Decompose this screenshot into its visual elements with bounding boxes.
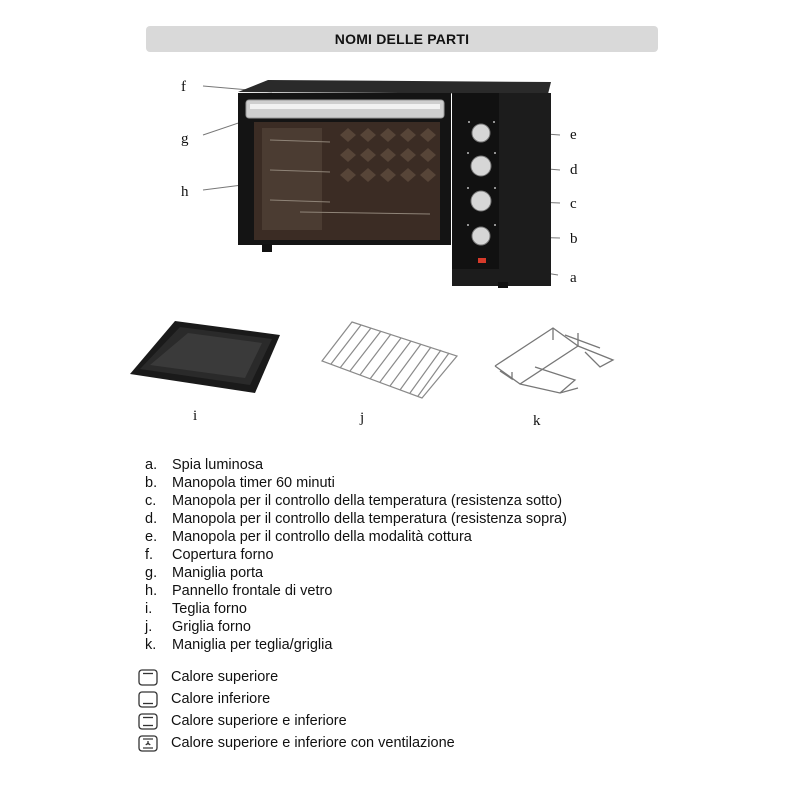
mode-label: Calore superiore e inferiore con ventila… — [171, 735, 455, 751]
list-item: k. Maniglia per teglia/griglia — [145, 636, 567, 654]
callout-a: a — [570, 270, 577, 286]
section-title: NOMI DELLE PARTI — [334, 31, 470, 47]
list-item: i. Teglia forno — [145, 600, 567, 618]
list-item-text: Manopola per il controllo della temperat… — [172, 493, 563, 509]
top-heat-icon — [138, 668, 158, 686]
list-item-key: b. — [145, 475, 158, 491]
list-item-key: g. — [145, 565, 158, 581]
list-item-key: e. — [145, 529, 158, 545]
section-header: NOMI DELLE PARTI — [146, 26, 658, 52]
callout-g: g — [181, 131, 189, 147]
list-item-key: d. — [145, 511, 158, 527]
list-item: Calore superiore e inferiore con ventila… — [138, 732, 455, 754]
list-item-text: Maniglia porta — [172, 565, 264, 581]
list-item-text: Manopola per il controllo della modalità… — [172, 529, 472, 545]
list-item: d. Manopola per il controllo della temper… — [145, 510, 567, 528]
list-item: Calore superiore — [138, 666, 455, 688]
list-item: g. Maniglia porta — [145, 564, 567, 582]
parts-list: a. Spia luminosa b. Manopola timer 60 minu… — [145, 456, 567, 654]
list-item-key: j. — [145, 619, 153, 635]
mode-label: Calore superiore e inferiore — [171, 713, 347, 729]
list-item: a. Spia luminosa — [145, 456, 567, 474]
list-item-text: Pannello frontale di vetro — [172, 583, 333, 599]
callout-f: f — [181, 79, 186, 95]
tray-handle — [494, 327, 615, 394]
accessory-label-i: i — [193, 408, 198, 424]
list-item-key: i. — [145, 601, 153, 617]
list-item: Calore superiore e inferiore — [138, 710, 455, 732]
callout-e: e — [570, 127, 577, 143]
list-item-key: c. — [145, 493, 157, 509]
list-item: f. Copertura forno — [145, 546, 567, 564]
list-item-key: k. — [145, 637, 157, 653]
bottom-heat-icon — [138, 690, 158, 708]
list-item-key: h. — [145, 583, 158, 599]
list-item-text: Manopola per il controllo della temperat… — [172, 511, 567, 527]
list-item: c. Manopola per il controllo della temper… — [145, 492, 567, 510]
list-item-text: Spia luminosa — [172, 457, 264, 473]
callout-d: d — [570, 162, 578, 178]
list-item: h. Pannello frontale di vetro — [145, 582, 567, 600]
list-item: j. Griglia forno — [145, 618, 567, 636]
accessory-label-k: k — [533, 413, 541, 429]
callout-b: b — [570, 231, 578, 247]
indicator-light — [478, 258, 486, 263]
mode-label: Calore superiore — [171, 669, 279, 685]
list-item: b. Manopola timer 60 minuti — [145, 474, 567, 492]
oven-cavity-pattern — [340, 128, 436, 182]
list-item: Calore inferiore — [138, 688, 455, 710]
wire-rack — [321, 321, 459, 399]
list-item-text: Manopola timer 60 minuti — [172, 475, 335, 491]
list-item-text: Griglia forno — [172, 619, 251, 635]
list-item-text: Copertura forno — [172, 547, 274, 563]
accessory-label-j: j — [360, 410, 365, 426]
list-item-text: Maniglia per teglia/griglia — [172, 637, 333, 653]
list-item: e. Manopola per il controllo della modali… — [145, 528, 567, 546]
top-bottom-fan-icon — [138, 734, 158, 752]
top-bottom-heat-icon — [138, 712, 158, 730]
oven-top-cover — [238, 80, 551, 94]
oven-knob-ticks — [467, 121, 496, 226]
list-item-text: Teglia forno — [172, 601, 247, 617]
baking-tray — [130, 321, 280, 393]
mode-label: Calore inferiore — [171, 691, 271, 707]
callout-h: h — [181, 184, 189, 200]
list-item-key: f. — [145, 547, 154, 563]
cooking-modes-list: Calore superiore Calore inferiore Calore… — [138, 666, 455, 754]
oven-inner-rack — [269, 139, 431, 215]
list-item-key: a. — [145, 457, 158, 473]
oven-knobs — [470, 123, 492, 246]
callout-c: c — [570, 196, 577, 212]
